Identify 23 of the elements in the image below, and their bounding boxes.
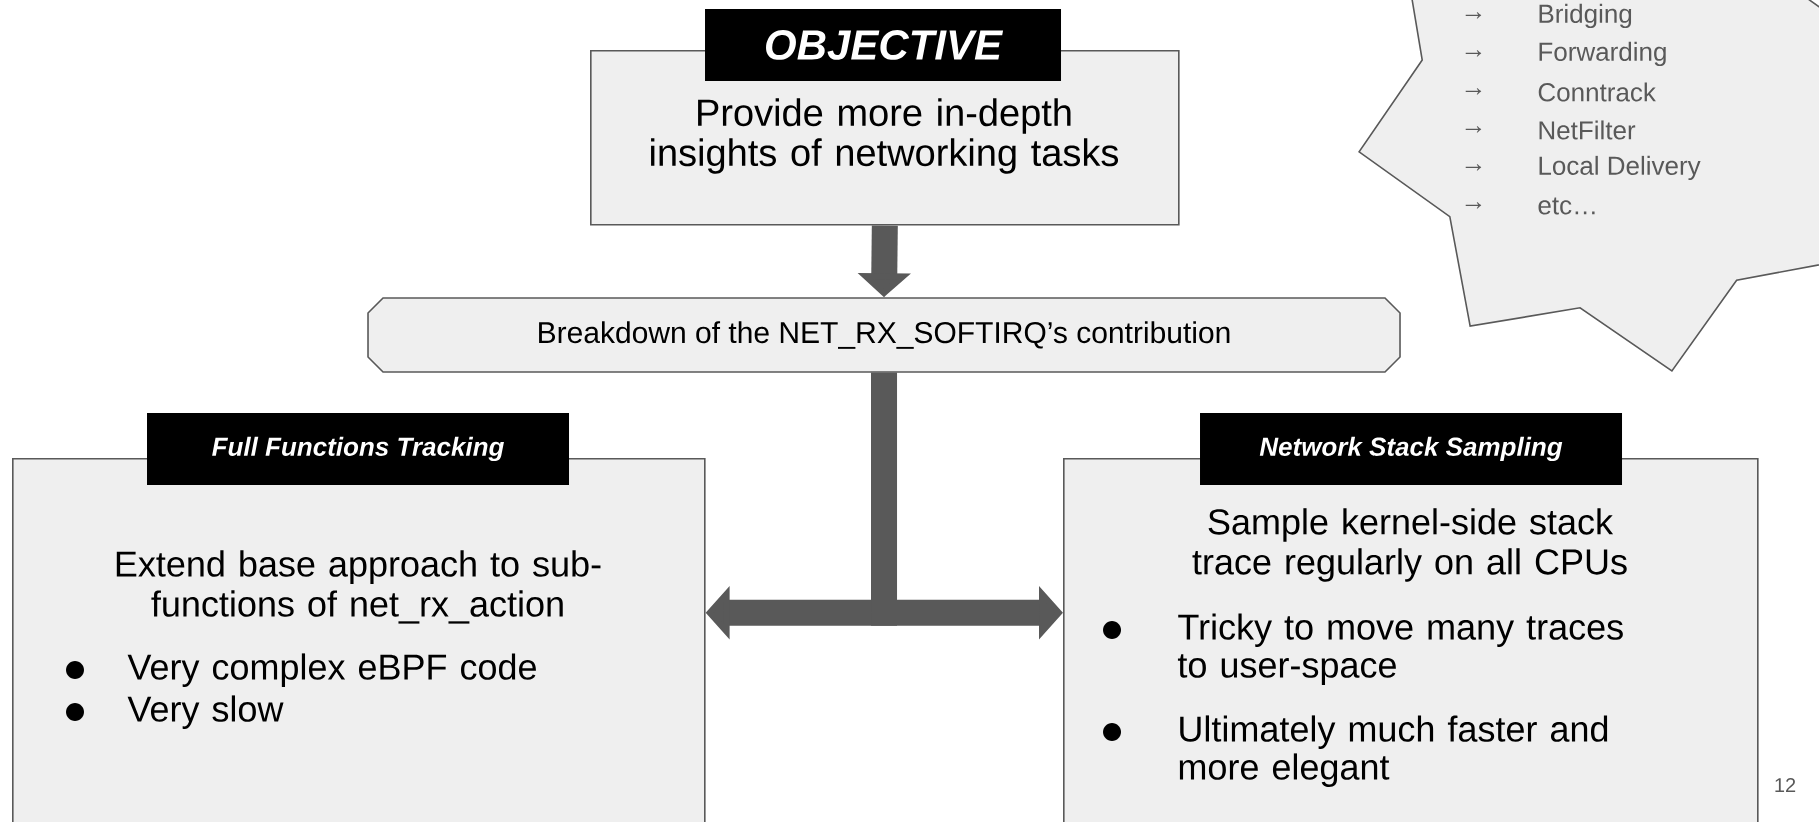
list-item: etc… xyxy=(1538,197,1595,215)
bullet-text: Ultimately much faster and more elegant xyxy=(1179,715,1608,787)
heading-tab: Full Functions Tracking xyxy=(147,413,569,485)
bullet-text: Tricky to move many traces to user-space xyxy=(1177,613,1623,685)
list-item: Forwarding xyxy=(1539,41,1666,67)
list-arrow: → xyxy=(1465,164,1482,171)
list-arrow: → xyxy=(1465,126,1482,133)
body-text: Provide more in-depth insights of networking tasks xyxy=(651,98,1119,174)
bullet-text: Very slow xyxy=(127,695,284,729)
banner: Breakdown of the NET_RX_SOFTIRQ’s contribution xyxy=(367,297,1401,373)
list-item: Bridging xyxy=(1539,3,1632,29)
heading-tab: OBJECTIVE xyxy=(705,9,1061,81)
list-arrow: → xyxy=(1465,88,1482,95)
list-arrow: → xyxy=(1465,50,1482,57)
list-item: Local Delivery xyxy=(1539,155,1701,181)
body-text: Sample kernel-side stack trace regularly on all CPUs xyxy=(1192,508,1627,582)
list-item: NetFilter xyxy=(1539,120,1636,140)
list-arrow: → xyxy=(1465,202,1482,209)
list-item: Conntrack xyxy=(1538,82,1656,102)
bullet-text: Very complex eBPF code xyxy=(127,653,536,687)
heading-tab: Network Stack Sampling xyxy=(1200,413,1622,485)
body-text: Extend base approach to sub-functions of net_rx_action xyxy=(116,550,601,624)
list-arrow: → xyxy=(1465,12,1482,19)
